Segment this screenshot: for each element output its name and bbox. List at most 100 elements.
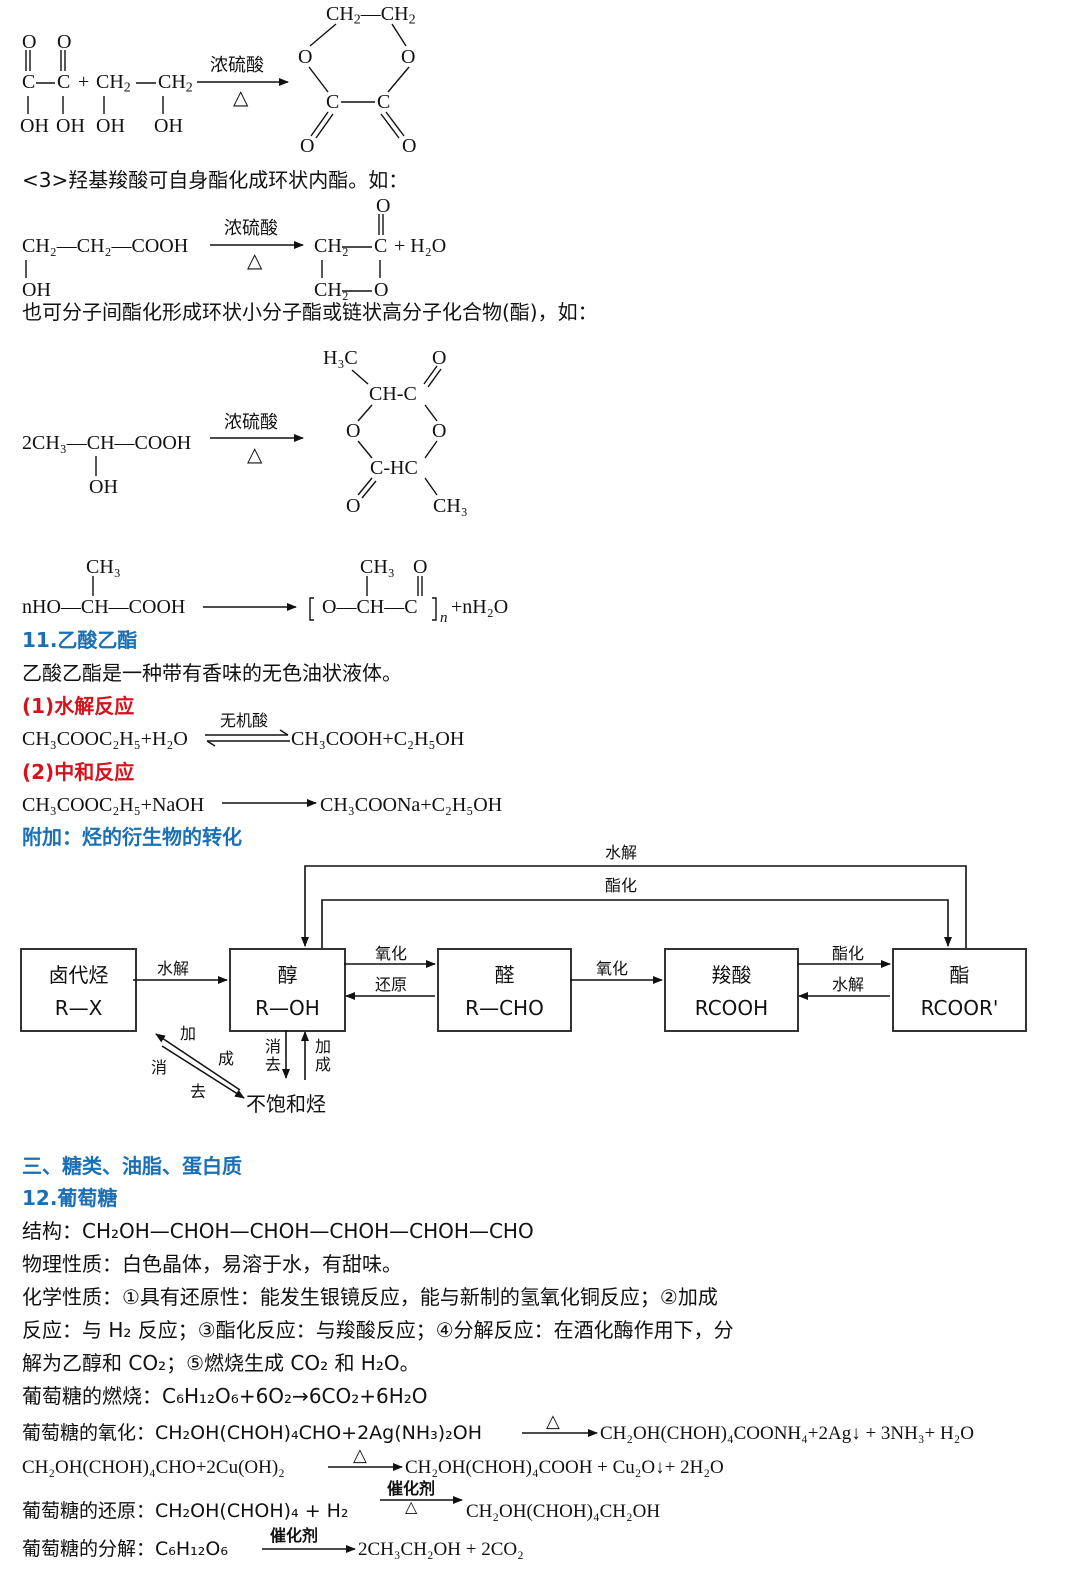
heat-label: △: [233, 87, 249, 109]
ring-c-right: C: [377, 91, 391, 113]
unsaturated-hydrocarbon: 不饱和烃: [246, 1092, 326, 1116]
ring-o-left: O: [298, 46, 313, 68]
ring-ch2-top: CH2—CH2: [326, 3, 416, 28]
oxalate-oh4: OH: [154, 115, 183, 137]
oxalate-c2: C: [57, 71, 71, 93]
box-aldehyde: 醛 R—CHO: [437, 948, 572, 1032]
hydrolysis-title: (1)水解反应: [22, 694, 135, 718]
glucose-structure: 结构：CH₂OH—CHOH—CHOH—CHOH—CHOH—CHO: [22, 1219, 534, 1243]
glucose-chem-3: 解为乙醇和 CO₂；⑤燃烧生成 CO₂ 和 H₂O。: [22, 1351, 420, 1375]
catalyst-label: 催化剂: [387, 1479, 436, 1498]
lactide-o-top: O: [432, 347, 447, 369]
reagent-label: 浓硫酸: [224, 412, 278, 433]
diag-elim-1: 消: [151, 1058, 168, 1077]
heat-label: △: [353, 1445, 367, 1465]
vert-elim: 消去: [265, 1037, 282, 1074]
oxalate-o-top: O: [22, 31, 37, 53]
top-label-esterify: 酯化: [605, 876, 638, 895]
box-aldehyde-name: 醛: [494, 963, 515, 987]
diag-add-2: 成: [218, 1049, 235, 1068]
heat-label: △: [405, 1499, 418, 1516]
oxalate-oh2: OH: [56, 115, 85, 137]
intermolecular-note: 也可分子间酯化形成环状小分子酯或链状高分子化合物(酯)，如：: [22, 300, 598, 324]
box-acid-formula: RCOOH: [694, 996, 769, 1020]
polymer-water: +nH₂O: [451, 596, 509, 618]
lactone-o-top: O: [376, 195, 391, 217]
oxalate-ch2b: CH2: [158, 71, 193, 96]
lactide-o-left: O: [346, 420, 361, 442]
section3-heading: <3>羟基羧酸可自身酯化成环状内酯。如：: [22, 168, 409, 192]
lactone-ch2-top: CH₂: [314, 235, 349, 257]
reagent-label: 浓硫酸: [224, 218, 278, 239]
glucose-reduction-left: 葡萄糖的还原：CH₂OH(CHOH)₄ + H₂: [22, 1500, 349, 1522]
glucose-cu-left: CH₂OH(CHOH)₄CHO+2Cu(OH)₂: [22, 1457, 285, 1478]
catalyst-label: 催化剂: [270, 1526, 319, 1545]
glucose-reduction-right: CH₂OH(CHOH)₄CH₂OH: [466, 1501, 661, 1522]
ring-o-bl: O: [300, 135, 315, 157]
hydrolysis-right: CH₃COOH+C₂H₅OH: [291, 728, 465, 750]
section11-desc: 乙酸乙酯是一种带有香味的无色油状液体。: [22, 661, 402, 685]
glucose-oxidation-left: 葡萄糖的氧化：CH₂OH(CHOH)₄CHO+2Ag(NH₃)₂OH: [22, 1422, 483, 1444]
lactide-reactant-oh: OH: [89, 476, 118, 498]
neutral-right: CH₃COONa+C₂H₅OH: [320, 794, 503, 816]
edge-hydrolysis: 水解: [157, 959, 190, 978]
glucose-title: 12.葡萄糖: [22, 1186, 118, 1210]
lactone-o-bottom: O: [374, 279, 389, 301]
polymer-reactant: nHO—CH—COOH: [22, 596, 186, 618]
vert-add: 加成: [315, 1037, 332, 1074]
box-alcohol-formula: R—OH: [255, 996, 320, 1020]
box-ester: 酯 RCOOR': [892, 948, 1027, 1032]
lactone-water: + H₂O: [394, 235, 447, 257]
polymer-n: n: [440, 610, 448, 626]
glucose-chem-2: 反应：与 H₂ 反应；③酯化反应：与羧酸反应；④分解反应：在酒化酶作用下，分: [22, 1318, 734, 1342]
edge-esterify: 酯化: [832, 944, 865, 963]
oxalate-plus: +: [78, 71, 90, 93]
lactone-ch2-bottom: CH₂: [314, 279, 349, 301]
oxalate-c1: C: [22, 71, 36, 93]
diagram-heading: 附加：烃的衍生物的转化: [22, 825, 242, 849]
glucose-physical: 物理性质：白色晶体，易溶于水，有甜味。: [22, 1252, 402, 1276]
oxalate-oh1: OH: [20, 115, 49, 137]
neutral-title: (2)中和反应: [22, 760, 135, 784]
reagent-label: 浓硫酸: [210, 55, 264, 76]
section11-heading: 11.乙酸乙酯: [22, 628, 138, 652]
lactide-ch-c: CH-C: [369, 383, 417, 405]
inorganic-acid-label: 无机酸: [220, 711, 269, 730]
box-haloalkane: 卤代烃 R—X: [20, 948, 137, 1032]
glucose-chem-1: 化学性质：①具有还原性：能发生银镜反应，能与新制的氢氧化铜反应；②加成: [22, 1285, 718, 1309]
heat-label: △: [247, 250, 263, 272]
glucose-decomp-left: 葡萄糖的分解：C₆H₁₂O₆: [22, 1538, 228, 1560]
top-label-hydrolysis: 水解: [605, 843, 638, 862]
edge-oxidation: 氧化: [375, 944, 408, 963]
box-ester-formula: RCOOR': [920, 996, 999, 1020]
edge-reduction: 还原: [375, 975, 408, 994]
edge-oxidation-2: 氧化: [596, 959, 629, 978]
ring-o-br: O: [402, 135, 417, 157]
lactone-reactant: CH₂—CH₂—COOH: [22, 235, 189, 257]
polymer-prod-ch3: CH₃: [360, 556, 395, 578]
box-ester-name: 酯: [949, 963, 970, 987]
box-alcohol-name: 醇: [277, 963, 298, 987]
ring-c-left: C: [326, 91, 340, 113]
sugars-heading: 三、糖类、油脂、蛋白质: [22, 1154, 242, 1178]
ring-o-right: O: [401, 46, 416, 68]
glucose-oxidation-right: CH₂OH(CHOH)₄COONH₄+2Ag↓ + 3NH₃+ H₂O: [600, 1423, 975, 1444]
box-carboxylic-acid: 羧酸 RCOOH: [664, 948, 799, 1032]
lactide-o-bottom: O: [346, 495, 361, 517]
lactide-ch3: CH₃: [433, 495, 468, 517]
lactide-o-right: O: [432, 420, 447, 442]
oxalate-oh3: OH: [96, 115, 125, 137]
box-haloalkane-formula: R—X: [54, 996, 103, 1020]
lactide-h3c: H₃C: [323, 347, 358, 369]
neutral-left: CH₃COOC₂H₅+NaOH: [22, 794, 205, 816]
diag-add-1: 加: [180, 1024, 197, 1043]
polymer-prod-o: O: [413, 556, 428, 578]
oxalate-o-top-2: O: [57, 31, 72, 53]
glucose-cu-right: CH₂OH(CHOH)₄COOH + Cu₂O↓+ 2H₂O: [405, 1457, 724, 1478]
polymer-reactant-ch3: CH₃: [86, 556, 121, 578]
diag-elim-2: 去: [190, 1082, 207, 1101]
lactide-c-hc: C-HC: [370, 457, 418, 479]
box-alcohol: 醇 R—OH: [229, 948, 346, 1032]
polymer-prod-chain: O—CH—C: [322, 596, 418, 618]
box-aldehyde-formula: R—CHO: [465, 996, 544, 1020]
